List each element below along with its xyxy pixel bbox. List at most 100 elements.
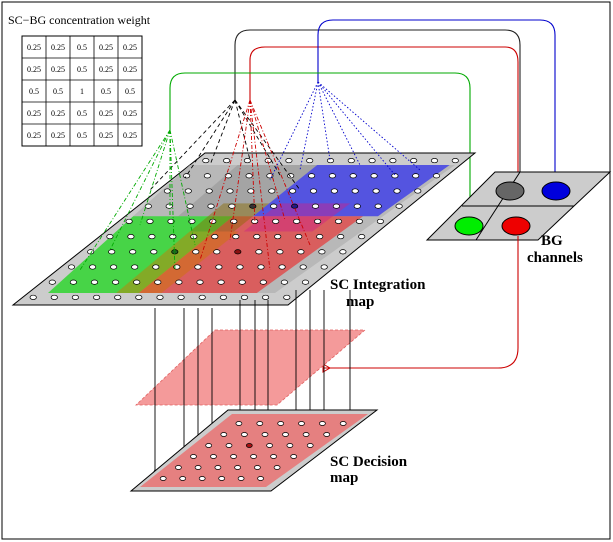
sc-neuron — [148, 234, 156, 240]
sc-neuron — [131, 264, 139, 270]
sc-neuron — [268, 188, 276, 194]
sc-neuron — [152, 264, 160, 270]
weight-cell: 0.25 — [27, 65, 41, 74]
decision-label-line1: SC Decision — [330, 454, 408, 470]
sc-neuron — [376, 218, 384, 224]
integration-label-line1: SC Integration — [330, 277, 426, 293]
decision-neuron — [250, 454, 257, 459]
weight-cell: 0.25 — [123, 131, 137, 140]
decision-neuron — [225, 443, 233, 448]
sc-neuron — [247, 188, 255, 194]
sc-neuron — [347, 158, 355, 164]
sc-neuron — [274, 234, 282, 240]
sc-neuron — [262, 294, 270, 300]
sc-neuron — [226, 188, 234, 194]
decision-neuron — [190, 454, 197, 459]
decision-neuron — [179, 476, 187, 481]
gray-convergence-line — [234, 99, 301, 191]
sc-neuron — [67, 264, 76, 270]
overlap-region — [189, 203, 270, 232]
sc-neuron — [293, 218, 301, 224]
gray-convergence-line — [234, 99, 251, 161]
sc-neuron — [219, 294, 227, 300]
sc-neuron — [358, 234, 366, 240]
sc-neuron — [69, 279, 77, 285]
sc-neuron — [217, 279, 225, 285]
decision-neuron — [319, 421, 326, 426]
weight-cell: 0.25 — [99, 131, 113, 140]
sc-neuron — [194, 264, 202, 270]
sc-neuron — [230, 218, 238, 224]
sc-neuron — [243, 158, 251, 164]
decision-neuron — [254, 465, 261, 470]
weight-cell: 0.5 — [77, 109, 87, 118]
sc-decision-map — [129, 409, 379, 492]
green-channel-region — [48, 216, 234, 293]
gray-channel-wire — [234, 29, 521, 190]
decision-neuron — [194, 465, 202, 470]
bg-channel-red — [501, 216, 531, 236]
sc-neuron — [215, 264, 223, 270]
sc-neuron — [203, 173, 211, 179]
weight-matrix-border — [21, 35, 143, 147]
bg-output-wire — [323, 236, 519, 369]
red-convergence-line — [249, 99, 286, 221]
blue-convergence-line — [299, 81, 319, 171]
sc-neuron — [257, 264, 265, 270]
sc-neuron — [133, 279, 141, 285]
sc-neuron — [326, 158, 335, 164]
sc-neuron — [278, 264, 286, 270]
decision-neuron — [256, 421, 264, 426]
sc-neuron — [238, 279, 246, 285]
sc-neuron — [393, 188, 401, 194]
sc-neuron — [175, 279, 183, 285]
green-convergence-line — [169, 129, 196, 246]
sc-neuron — [332, 203, 340, 209]
decision-neuron — [273, 465, 281, 470]
sc-neuron — [114, 294, 122, 300]
weight-cell: 0.25 — [51, 131, 65, 140]
decision-neuron — [175, 465, 182, 470]
sc-neuron — [236, 264, 244, 270]
weight-cell: 0.25 — [51, 43, 65, 52]
weight-matrix-title: SC−BG concentration weight — [8, 13, 151, 27]
sc-neuron — [224, 173, 232, 179]
weight-cell: 0.25 — [27, 109, 41, 118]
sc-neuron — [211, 234, 219, 240]
sc-neuron — [108, 249, 116, 255]
sc-neuron — [183, 173, 191, 179]
sc-neuron — [289, 188, 297, 194]
sc-neuron — [272, 218, 280, 224]
red-convergence-line — [249, 99, 256, 226]
red-convergence-line — [249, 99, 271, 271]
gray-convergence-line — [234, 99, 281, 176]
sc-neuron — [301, 279, 310, 285]
sc-neuron — [192, 249, 200, 255]
weight-cell: 0.25 — [51, 65, 65, 74]
sc-neuron — [412, 173, 420, 179]
decision-neuron — [257, 476, 264, 481]
sc-neuron — [177, 294, 185, 300]
decision-neuron — [235, 421, 243, 426]
sc-neuron — [135, 294, 143, 300]
sc-neuron — [389, 158, 397, 164]
green-convergence-line — [139, 129, 171, 226]
sc-neuron — [186, 203, 194, 209]
sc-neuron — [432, 173, 441, 179]
weight-cell: 0.5 — [29, 87, 39, 96]
sc-neuron — [125, 218, 133, 224]
bg-channel-green — [454, 216, 484, 236]
sc-neuron — [167, 218, 175, 224]
weight-cell: 0.25 — [51, 109, 65, 118]
decision-neuron — [306, 443, 314, 448]
sc-neuron — [110, 264, 118, 270]
sc-neuron — [156, 294, 164, 300]
weight-cell: 0.25 — [99, 65, 113, 74]
blue-convergence-line — [317, 81, 396, 176]
sc-neuron — [213, 249, 221, 255]
decision-neuron — [237, 476, 245, 481]
decision-neuron — [282, 432, 289, 437]
